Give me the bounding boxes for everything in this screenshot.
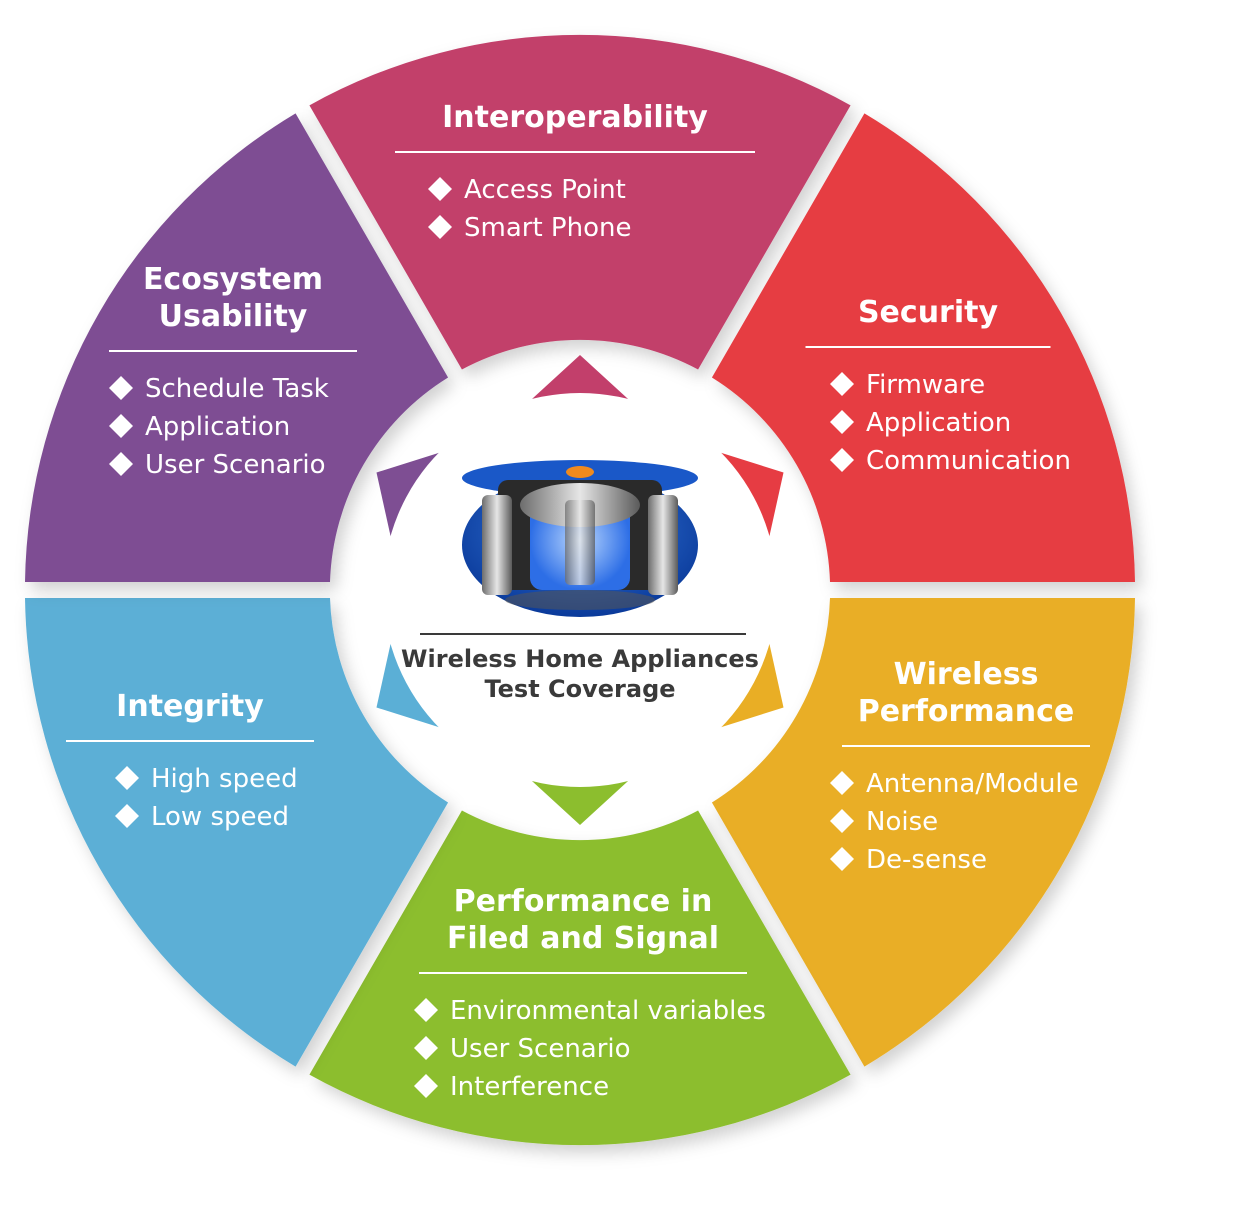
diamond-bullet-icon	[115, 804, 139, 828]
segment-item-security: Application	[866, 408, 1011, 438]
segment-item-wireless-performance: Noise	[866, 807, 938, 837]
diamond-bullet-icon	[109, 376, 133, 400]
segment-shape-interoperability	[309, 34, 851, 370]
center-label-line1: Wireless Home Appliances	[401, 645, 759, 673]
segment-title-ecosystem-usability-line1: Ecosystem	[143, 262, 323, 297]
segment-item-integrity: Low speed	[151, 802, 289, 832]
diamond-bullet-icon	[830, 372, 854, 396]
segment-title-integrity: Integrity	[116, 689, 264, 724]
segment-shape-performance-in-field	[309, 810, 851, 1146]
segment-item-interoperability: Smart Phone	[464, 213, 631, 243]
diamond-bullet-icon	[830, 847, 854, 871]
segment-item-security: Firmware	[866, 370, 985, 400]
diamond-bullet-icon	[414, 1074, 438, 1098]
segment-wireless-performance: WirelessPerformanceAntenna/ModuleNoiseDe…	[711, 598, 1135, 1067]
diamond-bullet-icon	[830, 771, 854, 795]
segment-shape-integrity	[25, 598, 449, 1067]
diamond-bullet-icon	[428, 215, 452, 239]
center-hub: Wireless Home Appliances Test Coverage	[376, 355, 784, 825]
segment-title-performance-in-field-line1: Performance in	[454, 884, 713, 919]
segment-title-wireless-performance-line1: Wireless	[894, 657, 1039, 692]
diamond-bullet-icon	[428, 177, 452, 201]
segment-title-wireless-performance-line2: Performance	[858, 694, 1075, 729]
center-label-line2: Test Coverage	[484, 675, 675, 703]
robot-vacuum-image	[462, 460, 698, 617]
segment-item-performance-in-field: Interference	[450, 1072, 609, 1102]
segment-item-performance-in-field: Environmental variables	[450, 996, 766, 1026]
segment-item-performance-in-field: User Scenario	[450, 1034, 631, 1064]
segment-item-security: Communication	[866, 446, 1071, 476]
diamond-bullet-icon	[115, 766, 139, 790]
diamond-bullet-icon	[830, 809, 854, 833]
segment-title-interoperability: Interoperability	[442, 100, 708, 135]
diamond-bullet-icon	[830, 410, 854, 434]
segment-title-performance-in-field-line2: Filed and Signal	[447, 921, 719, 956]
diamond-bullet-icon	[414, 1036, 438, 1060]
segment-shape-wireless-performance	[711, 598, 1135, 1067]
segment-item-interoperability: Access Point	[464, 175, 626, 205]
segment-item-integrity: High speed	[151, 764, 298, 794]
diamond-bullet-icon	[109, 414, 133, 438]
diamond-bullet-icon	[109, 452, 133, 476]
segment-title-ecosystem-usability-line2: Usability	[159, 299, 308, 334]
segment-item-ecosystem-usability: User Scenario	[145, 450, 326, 480]
segment-item-wireless-performance: Antenna/Module	[866, 769, 1079, 799]
segment-item-ecosystem-usability: Application	[145, 412, 290, 442]
diamond-bullet-icon	[414, 998, 438, 1022]
segment-item-ecosystem-usability: Schedule Task	[145, 374, 329, 404]
diamond-bullet-icon	[830, 448, 854, 472]
segment-item-wireless-performance: De-sense	[866, 845, 987, 875]
segment-title-security: Security	[858, 295, 999, 330]
